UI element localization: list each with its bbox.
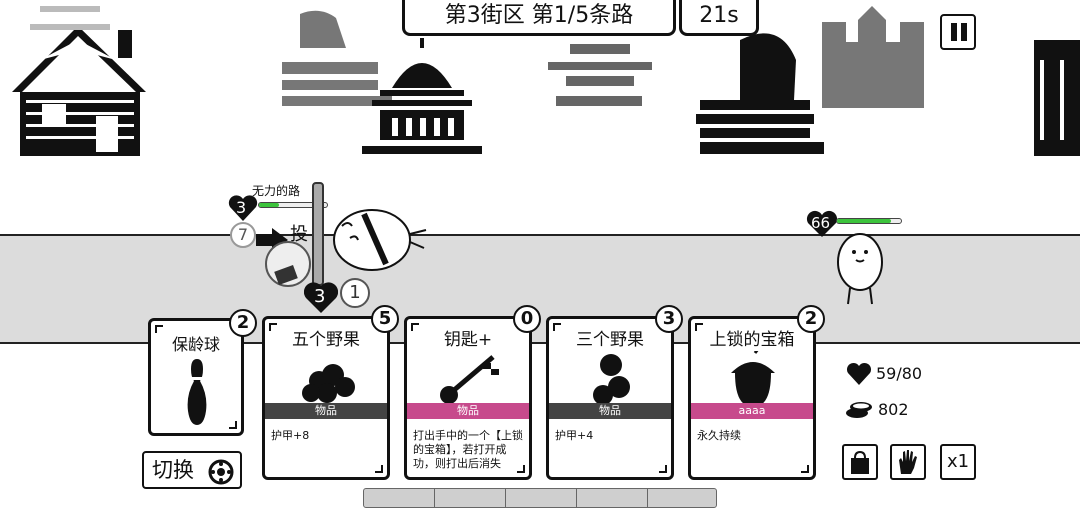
action-circle: 1: [340, 278, 370, 308]
tower-black: [1034, 40, 1080, 156]
card-desc: 永久持续: [697, 429, 741, 442]
player-hp: 59/80: [876, 364, 923, 383]
player-coins: 802: [878, 400, 909, 419]
enemy-hp-bar: [258, 202, 328, 208]
speed-label: x1: [946, 451, 970, 472]
enemy-hp-bar: [836, 218, 902, 224]
key-icon: [440, 355, 499, 404]
switch-label: 切换: [152, 458, 194, 482]
timer-label: 21s: [679, 0, 759, 36]
location-label: 第3街区 第1/5条路: [402, 0, 676, 36]
enemy-hp-value: 3: [236, 198, 247, 217]
held-creature: [265, 241, 311, 287]
armor-value: 3: [314, 286, 326, 307]
card-cost: 5: [371, 305, 399, 333]
card-name: 钥匙+: [443, 330, 493, 350]
card-desc: 打出手中的一个【上锁的宝箱】，若打开成功，则打出后消失: [413, 429, 523, 470]
bag-button[interactable]: [842, 444, 878, 480]
coins-icon: [846, 402, 872, 418]
heart-icon: [228, 195, 258, 221]
card-type: 物品: [407, 403, 529, 419]
card-name: 上锁的宝箱: [709, 330, 795, 350]
berries-icon: [593, 354, 630, 405]
shopping-bag-icon: [851, 450, 869, 474]
enemy-hp-fill: [837, 219, 892, 223]
switch-button[interactable]: 切换: [142, 451, 242, 489]
card-type: 物品: [549, 403, 671, 419]
deck-scrollbar[interactable]: [363, 488, 717, 508]
pagoda-grey: [548, 30, 652, 106]
enemy-left[interactable]: 无力的路 3 7 投 乱 3 1: [228, 178, 428, 318]
bowling-ball-icon: [208, 459, 234, 485]
side-card-name: 保龄球: [171, 335, 220, 354]
background-buildings: [12, 6, 1080, 156]
hand-icon: [899, 450, 917, 474]
berries-icon: [302, 364, 355, 403]
enemy-creature: [333, 209, 427, 271]
sphinx-grey: [282, 10, 392, 106]
heart-icon: [846, 362, 872, 385]
pause-icon[interactable]: [940, 14, 976, 50]
acorn-icon: [731, 351, 775, 405]
action-value: 1: [349, 282, 361, 303]
capitol-building: [362, 38, 482, 154]
intent-value: 7: [237, 225, 249, 244]
cabin-building: [12, 26, 146, 156]
enemy-name: 无力的路: [252, 184, 301, 198]
speed-button[interactable]: x1: [940, 444, 976, 480]
card-type: 物品: [265, 403, 387, 419]
enemy-hp-value: 66: [811, 214, 831, 232]
hand-card[interactable]: 三个野果 物品 护甲+4 3: [546, 305, 683, 480]
card-cost: 3: [655, 305, 683, 333]
card-name: 三个野果: [576, 330, 644, 350]
pagoda-faint: [30, 6, 110, 30]
enemy-hp-fill: [259, 203, 280, 207]
intent-label: 投: [290, 224, 308, 245]
side-card[interactable]: 保龄球 2: [148, 309, 257, 436]
side-card-cost: 2: [229, 309, 257, 337]
intent-circle: 7: [230, 222, 256, 248]
heart-icon: [806, 210, 838, 237]
hand-button[interactable]: [890, 444, 926, 480]
card-cost: 0: [513, 305, 541, 333]
card-desc: 护甲+4: [555, 429, 594, 442]
hand-card[interactable]: 上锁的宝箱 aaaa 永久持续 2: [688, 305, 825, 480]
armor-shield-icon: [304, 282, 338, 313]
card-name: 五个野果: [292, 330, 360, 350]
enemy-right[interactable]: 66: [806, 210, 906, 306]
card-type: aaaa: [691, 403, 813, 419]
sphinx-black: [696, 33, 824, 154]
enemy-creature: [837, 233, 883, 305]
castle-grey: [822, 6, 924, 108]
bowling-pin-icon: [187, 359, 207, 425]
hand-card[interactable]: 钥匙+ 物品 打出手中的一个【上锁的宝箱】，若打开成功，则打出后消失 0: [404, 305, 541, 480]
card-cost: 2: [797, 305, 825, 333]
card-desc: 护甲+8: [271, 429, 310, 442]
hand-card[interactable]: 五个野果 物品 护甲+8 5: [262, 305, 399, 480]
